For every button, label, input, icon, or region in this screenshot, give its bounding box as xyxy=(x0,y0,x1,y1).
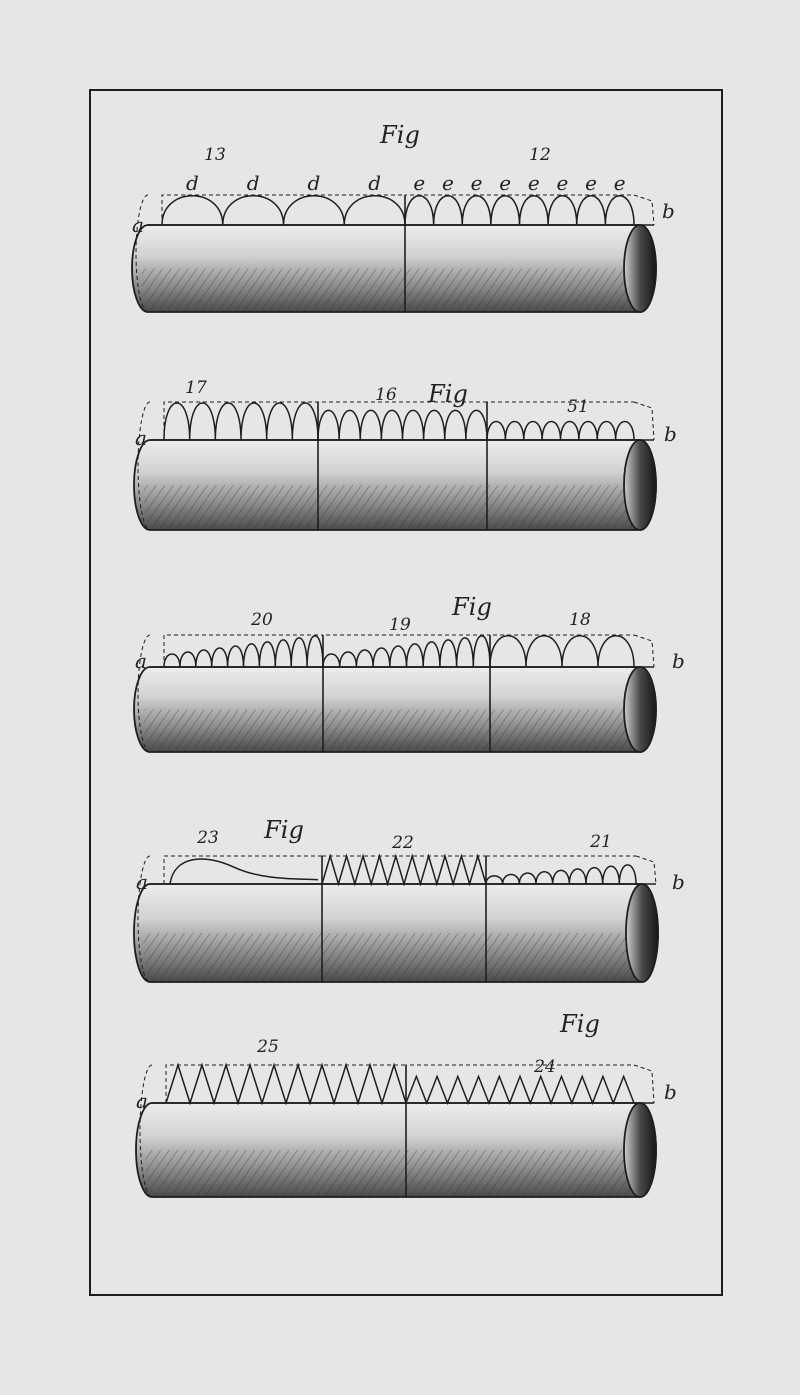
end-label-a: a xyxy=(136,1089,148,1113)
wave-envelope-end xyxy=(633,194,655,226)
wave-envelope xyxy=(489,634,634,667)
cylinder-hatching xyxy=(145,1150,640,1197)
arch-letter: e xyxy=(585,171,597,195)
end-label-b: b xyxy=(672,870,685,894)
end-label-b: b xyxy=(662,199,675,223)
wave-envelope xyxy=(486,401,634,440)
wave-curve xyxy=(405,1074,635,1106)
cylinder-hatching xyxy=(143,485,640,530)
arch-letter: d xyxy=(307,171,320,195)
arch-letter: e xyxy=(614,171,626,195)
segment-number: 23 xyxy=(196,828,219,848)
wave-envelope-end xyxy=(633,634,655,668)
end-label-a: a xyxy=(136,870,148,894)
cylinder-hatching xyxy=(143,933,642,982)
arch-letter: e xyxy=(442,171,454,195)
end-label-b: b xyxy=(664,422,677,446)
figure-row: 23 22 21 Fig a b xyxy=(133,816,685,983)
segment-number: 16 xyxy=(375,385,397,405)
wave-envelope xyxy=(485,855,636,884)
fig-label: Fig xyxy=(559,1010,600,1038)
segment-number: 12 xyxy=(529,145,551,165)
cylinder-left-rim xyxy=(137,855,151,983)
fig-label: Fig xyxy=(451,593,492,621)
cylinder-end-cap xyxy=(623,666,657,753)
segment-number: 21 xyxy=(589,832,612,852)
segment-number: 18 xyxy=(569,610,591,630)
wave-curve xyxy=(163,635,324,668)
end-label-b: b xyxy=(672,649,685,673)
segment-number: 51 xyxy=(567,397,589,417)
arch-letter: e xyxy=(499,171,511,195)
cylinder-left-rim xyxy=(137,401,151,531)
arch-letter: e xyxy=(557,171,569,195)
plate-border xyxy=(89,89,723,1296)
arch-letter: d xyxy=(368,171,381,195)
cylinder-end-cap xyxy=(625,883,659,983)
wave-envelope xyxy=(317,401,487,440)
segment-number: 19 xyxy=(389,615,411,635)
cylinder-left-rim xyxy=(137,634,151,753)
arch-letter: e xyxy=(413,171,425,195)
end-label-a: a xyxy=(132,213,144,237)
cylinder-end-cap xyxy=(623,439,657,531)
segment-number: 17 xyxy=(185,378,207,398)
fig-label: Fig xyxy=(379,121,420,149)
fig-label: Fig xyxy=(427,380,468,408)
segment-number: 13 xyxy=(204,145,226,165)
wave-envelope xyxy=(163,855,322,884)
arch-letter: e xyxy=(528,171,540,195)
wave-envelope xyxy=(165,1064,406,1103)
wave-curve xyxy=(322,635,491,668)
cylinder-hatching xyxy=(143,709,640,752)
wave-envelope xyxy=(161,194,405,225)
figure-row: 20 19 18 Fig a b xyxy=(133,593,685,753)
fig-label: Fig xyxy=(263,816,304,844)
wave-curve xyxy=(169,858,319,885)
wave-curve xyxy=(485,864,637,885)
cylinder-end-cap xyxy=(623,1102,657,1198)
cylinder-hatching xyxy=(141,268,640,312)
segment-number: 25 xyxy=(256,1037,279,1057)
segment-number: 24 xyxy=(533,1057,556,1077)
arch-letter: e xyxy=(471,171,483,195)
segment-number: 22 xyxy=(391,833,414,853)
wave-envelope xyxy=(321,855,486,884)
wave-envelope xyxy=(405,1064,634,1103)
end-label-a: a xyxy=(135,649,147,673)
wave-envelope xyxy=(163,634,323,667)
arch-letter: d xyxy=(186,171,199,195)
cylinder-left-rim xyxy=(139,1064,153,1198)
wave-envelope xyxy=(322,634,490,667)
wave-envelope xyxy=(163,401,318,440)
segment-number: 20 xyxy=(250,610,273,630)
arch-letter: d xyxy=(247,171,260,195)
figure-row: 17 16 51 Fig a b xyxy=(133,378,677,531)
cylinder-end-cap xyxy=(623,224,657,313)
end-label-a: a xyxy=(135,426,147,450)
end-label-b: b xyxy=(664,1080,677,1104)
cylinder-left-rim xyxy=(135,194,149,313)
